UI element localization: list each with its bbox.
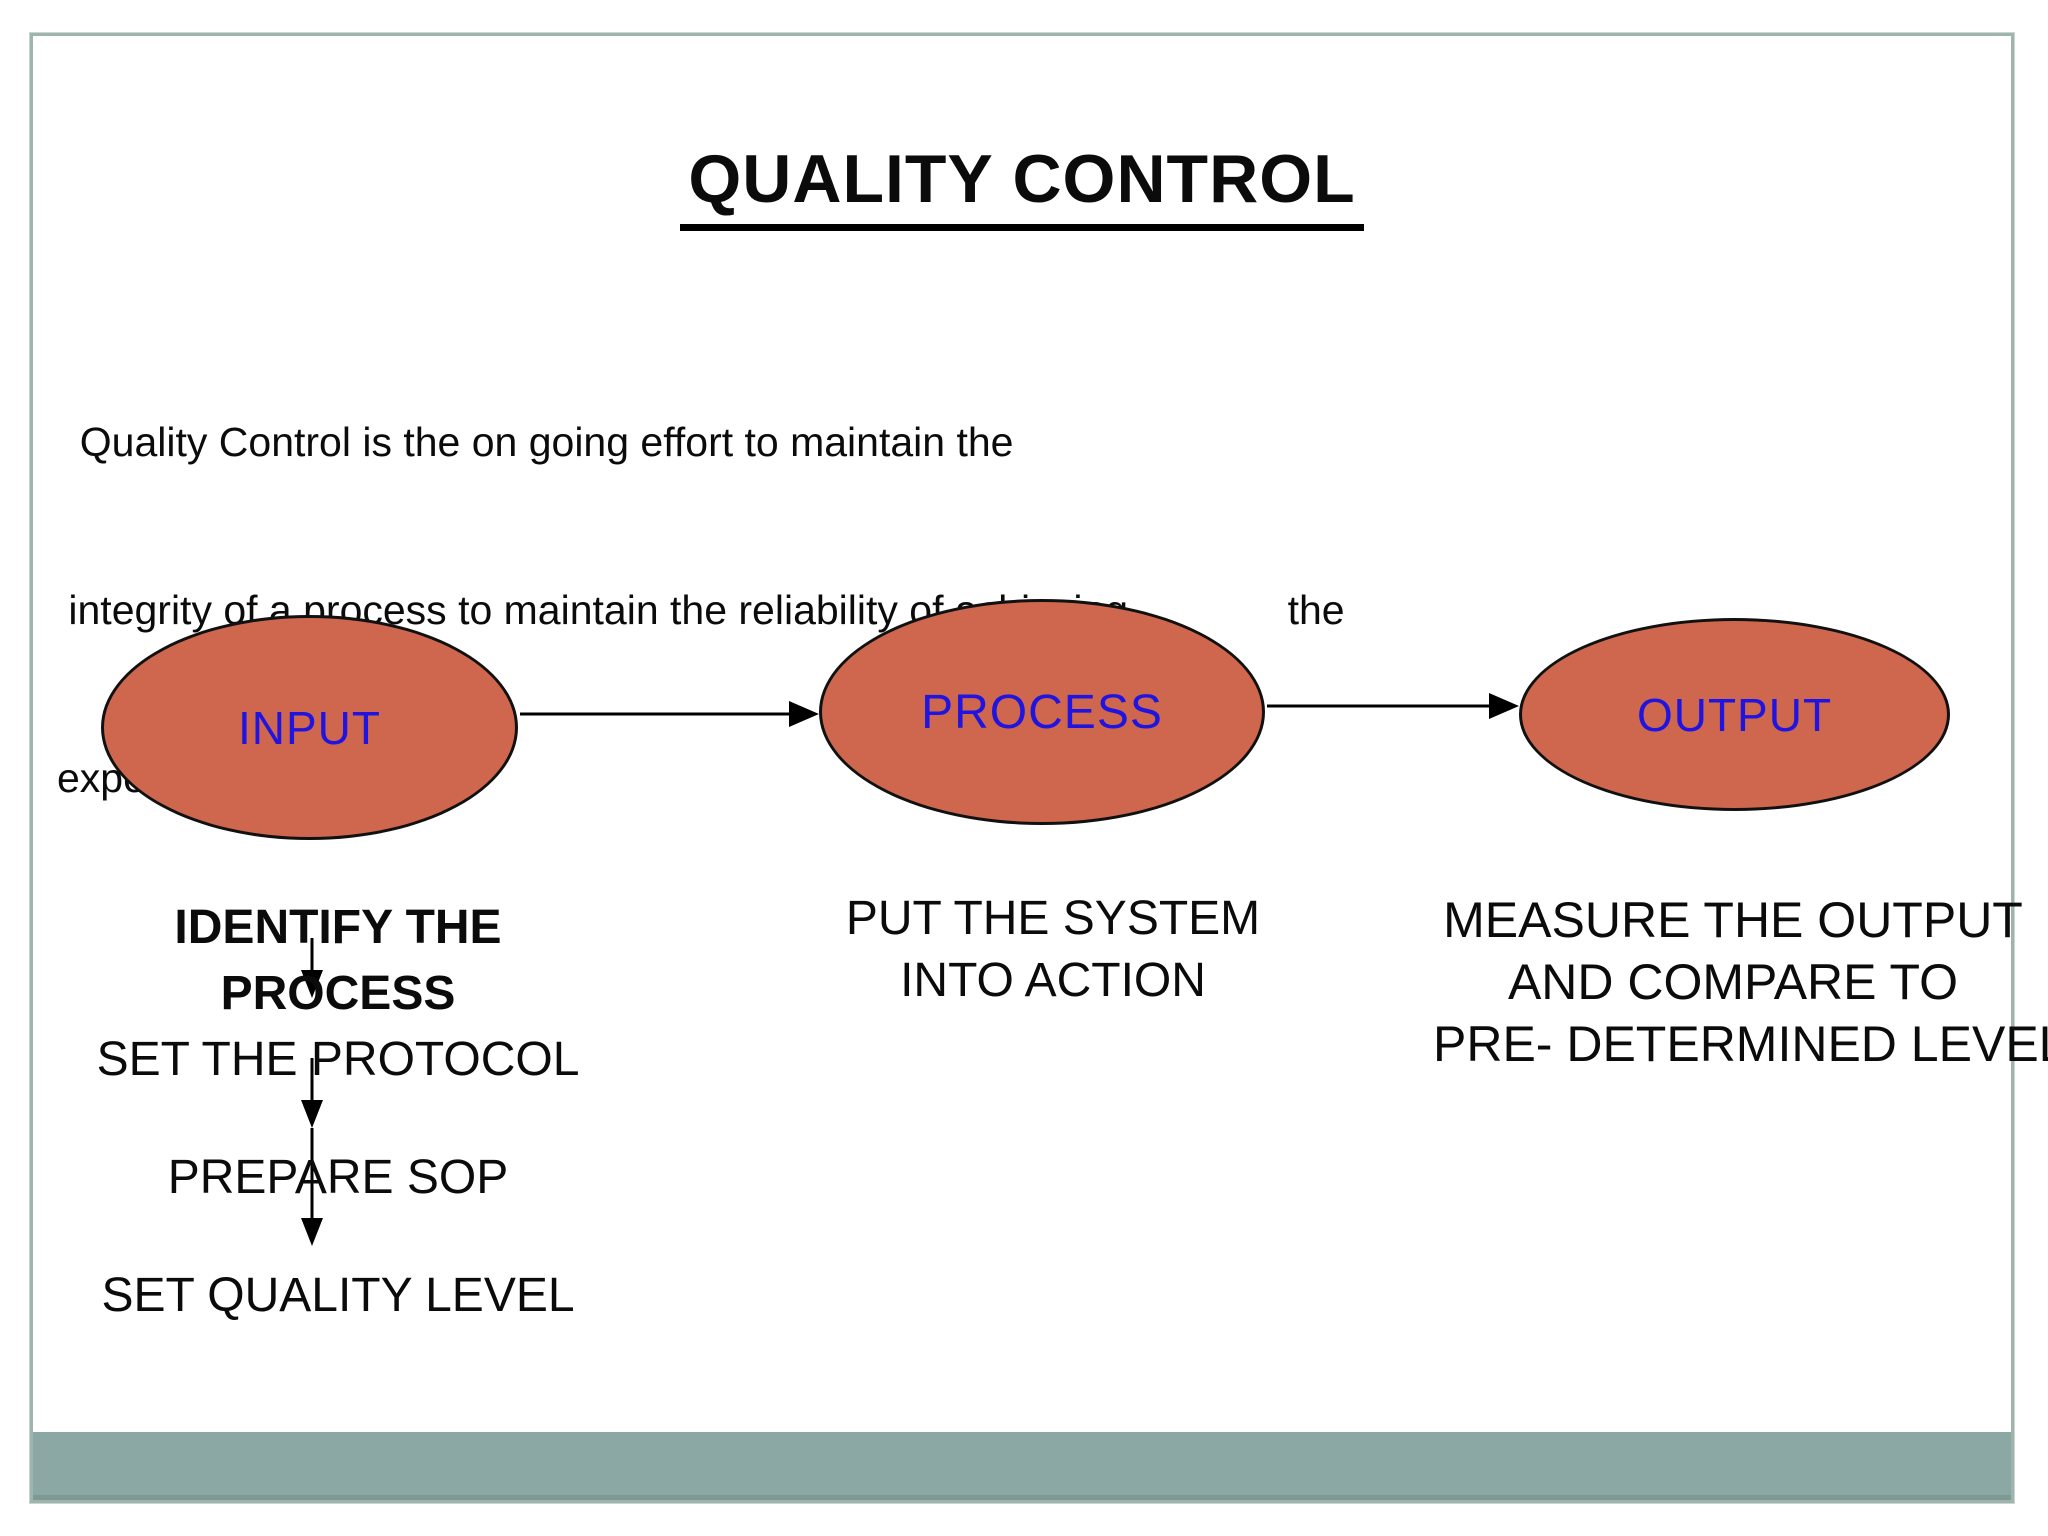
- output-node-ellipse: OUTPUT: [1519, 618, 1950, 811]
- output-caption-line2: AND COMPARE TO: [1507, 954, 1959, 1010]
- output-node-label: OUTPUT: [1636, 688, 1833, 741]
- process-caption-line1: PUT THE SYSTEM: [845, 892, 1261, 945]
- input-step-identify-line1: IDENTIFY THE: [174, 901, 502, 954]
- process-node-ellipse: PROCESS: [819, 599, 1265, 825]
- title-row: QUALITY CONTROL: [33, 140, 2011, 231]
- input-step-identify-line2: PROCESS: [220, 967, 456, 1020]
- output-caption-line1: MEASURE THE OUTPUT: [1443, 892, 2023, 948]
- footer-accent-bar: [33, 1432, 2011, 1500]
- slide-frame: QUALITY CONTROL Quality Control is the o…: [30, 33, 2048, 1503]
- intro-line-1: Quality Control is the on going effort t…: [57, 419, 1014, 465]
- process-caption-line2: INTO ACTION: [900, 954, 1206, 1007]
- page-title: QUALITY CONTROL: [680, 140, 1364, 231]
- input-node-label: INPUT: [238, 701, 381, 754]
- input-step-set-protocol: SET THE PROTOCOL: [96, 1033, 580, 1086]
- output-caption-line3: PRE- DETERMINED LEVEL: [1433, 1016, 2048, 1072]
- process-node-label: PROCESS: [921, 685, 1163, 739]
- input-step-prepare-sop: PREPARE SOP: [167, 1151, 509, 1204]
- input-node-ellipse: INPUT: [101, 615, 518, 840]
- intro-paragraph: Quality Control is the on going effort t…: [57, 302, 1345, 918]
- input-step-set-quality-level: SET QUALITY LEVEL: [101, 1269, 575, 1322]
